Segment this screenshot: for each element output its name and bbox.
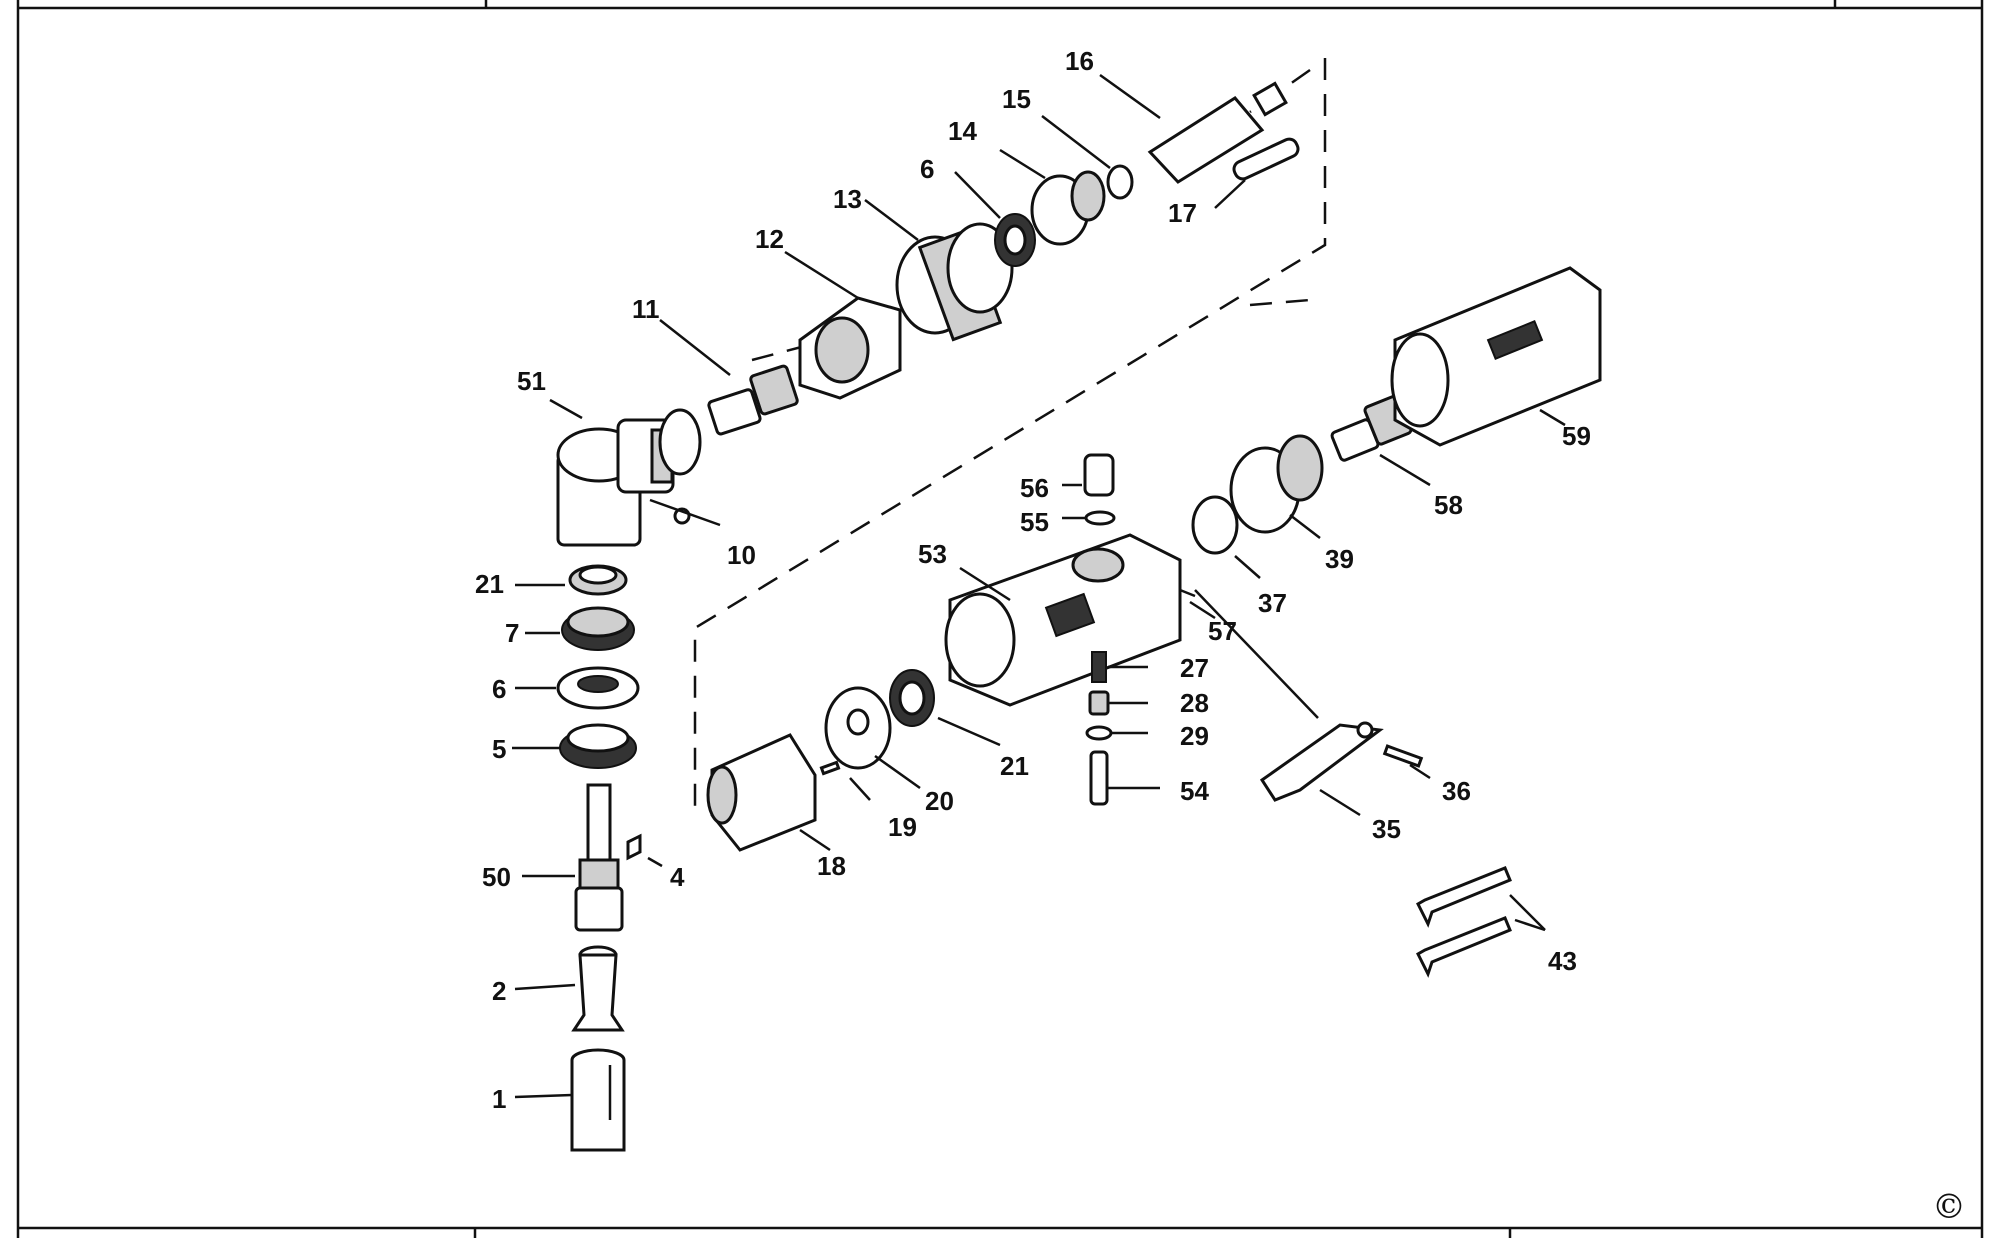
label-13: 13 bbox=[833, 184, 862, 214]
label-6-b: 6 bbox=[920, 154, 934, 184]
part-43-wrenches bbox=[1416, 866, 1512, 978]
part-5-ring-nut bbox=[559, 723, 637, 769]
part-21-bearing-upper bbox=[568, 564, 628, 596]
copyright-symbol: © bbox=[1932, 1187, 1966, 1227]
label-56: 56 bbox=[1020, 473, 1049, 503]
label-12: 12 bbox=[755, 224, 784, 254]
label-39: 39 bbox=[1325, 544, 1354, 574]
part-14-sleeve bbox=[1030, 170, 1106, 246]
part-18-front-housing bbox=[706, 733, 817, 852]
part-50-spindle bbox=[574, 783, 624, 932]
label-35: 35 bbox=[1372, 814, 1401, 844]
part-57-pin bbox=[1179, 588, 1196, 598]
part-37-o-ring bbox=[1191, 495, 1239, 555]
part-labels: 51 10 21 7 6 5 4 50 2 1 11 12 13 6 14 15… bbox=[475, 46, 1591, 1114]
label-50: 50 bbox=[482, 862, 511, 892]
label-43: 43 bbox=[1548, 946, 1577, 976]
label-36: 36 bbox=[1442, 776, 1471, 806]
label-11: 11 bbox=[632, 294, 660, 324]
label-6-a: 6 bbox=[492, 674, 506, 704]
part-6-bearing-lower bbox=[556, 666, 640, 710]
part-55-o-ring bbox=[1084, 510, 1116, 526]
part-7-bevel-gear bbox=[561, 606, 635, 651]
label-18: 18 bbox=[817, 851, 846, 881]
part-53-motor-housing bbox=[944, 533, 1182, 707]
part-12-lock-ring bbox=[798, 296, 902, 400]
part-27-spring bbox=[1091, 651, 1107, 683]
part-17-vane bbox=[1232, 137, 1300, 181]
drawing-frame bbox=[16, 0, 1984, 1238]
label-1: 1 bbox=[492, 1084, 506, 1114]
label-15: 15 bbox=[1002, 84, 1031, 114]
label-55: 55 bbox=[1020, 507, 1049, 537]
part-2-collet bbox=[571, 945, 625, 1032]
label-14: 14 bbox=[948, 116, 977, 146]
part-6-bearing-upper bbox=[994, 213, 1036, 267]
label-37: 37 bbox=[1258, 588, 1287, 618]
label-28: 28 bbox=[1180, 688, 1209, 718]
label-58: 58 bbox=[1434, 490, 1463, 520]
part-21-bearing-lower bbox=[889, 669, 935, 727]
leader-lines bbox=[512, 73, 1566, 1099]
label-53: 53 bbox=[918, 539, 947, 569]
label-54: 54 bbox=[1180, 776, 1209, 806]
part-16-rotor bbox=[1147, 81, 1288, 184]
part-20-cylinder bbox=[824, 686, 892, 770]
label-7: 7 bbox=[505, 618, 519, 648]
label-21-b: 21 bbox=[1000, 751, 1029, 781]
part-19-pin bbox=[819, 760, 841, 776]
part-59-grip-cover bbox=[1390, 266, 1602, 447]
part-15-ring bbox=[1106, 164, 1134, 200]
label-4: 4 bbox=[670, 862, 685, 892]
part-11-pinion bbox=[707, 364, 799, 436]
angle-head-51 bbox=[556, 408, 702, 547]
label-57: 57 bbox=[1208, 616, 1237, 646]
part-54-valve-pin bbox=[1089, 750, 1109, 806]
part-36-lever-pin bbox=[1382, 744, 1424, 768]
part-4-key bbox=[626, 833, 642, 861]
label-10: 10 bbox=[727, 540, 756, 570]
label-21-a: 21 bbox=[475, 569, 504, 599]
label-16: 16 bbox=[1065, 46, 1094, 76]
part-58-inlet bbox=[1330, 394, 1413, 462]
label-20: 20 bbox=[925, 786, 954, 816]
part-35-lever bbox=[1259, 721, 1384, 802]
label-19: 19 bbox=[888, 812, 917, 842]
label-2: 2 bbox=[492, 976, 506, 1006]
part-28-valve bbox=[1088, 690, 1110, 716]
label-27: 27 bbox=[1180, 653, 1209, 683]
label-29: 29 bbox=[1180, 721, 1209, 751]
part-1-collet-nut bbox=[570, 1048, 626, 1152]
label-59: 59 bbox=[1562, 421, 1591, 451]
part-39-threaded-bush bbox=[1229, 434, 1324, 534]
label-51: 51 bbox=[517, 366, 546, 396]
part-29-o-ring bbox=[1085, 725, 1113, 741]
label-17: 17 bbox=[1168, 198, 1197, 228]
label-5: 5 bbox=[492, 734, 506, 764]
part-56-valve-cap bbox=[1083, 453, 1115, 497]
